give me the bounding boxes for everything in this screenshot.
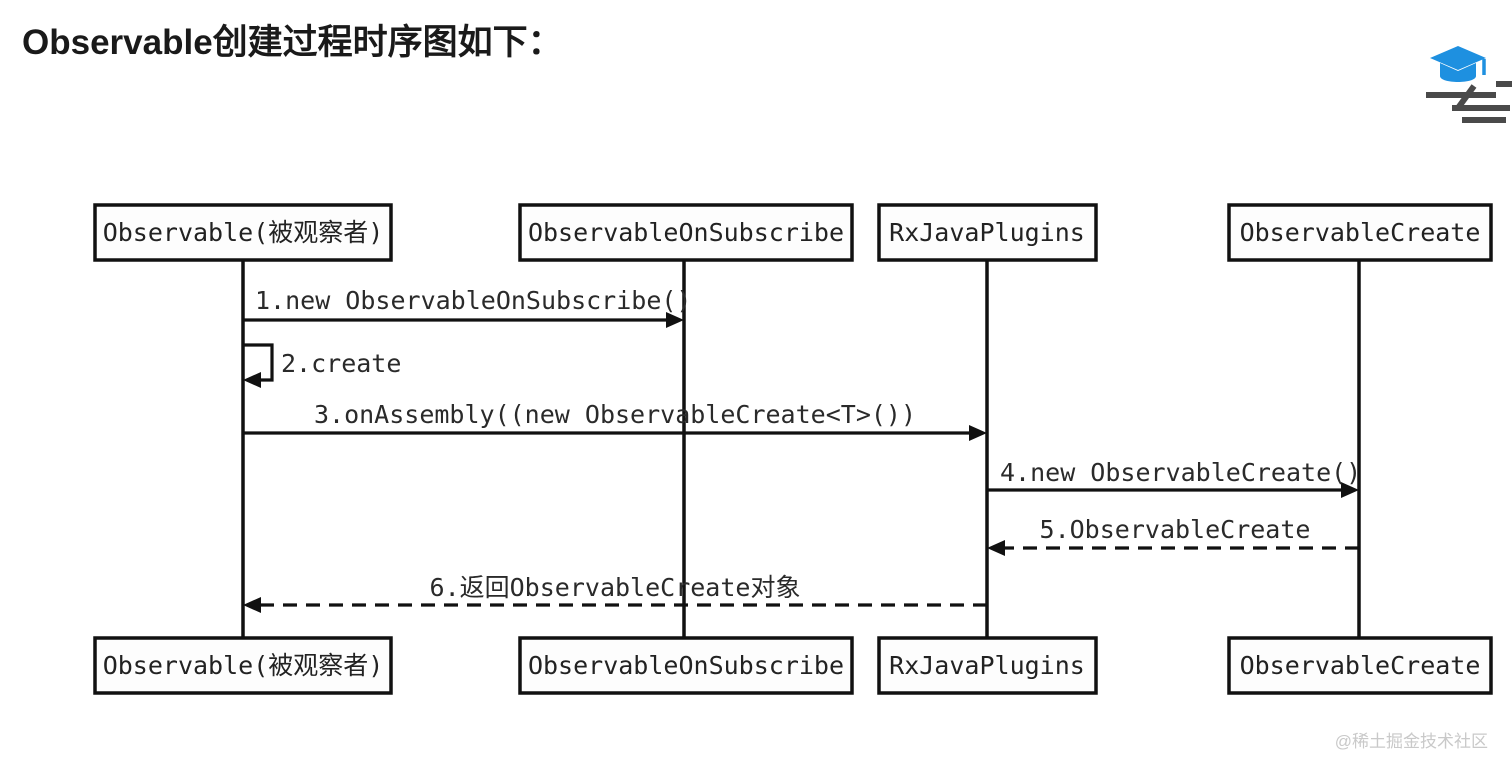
- participant-label: Observable(被观察者): [103, 218, 384, 247]
- message-label: 3.onAssembly((new ObservableCreate<T>()): [314, 400, 916, 429]
- brand-logo: [1400, 30, 1512, 130]
- participant-label: ObservableOnSubscribe: [528, 218, 844, 247]
- message-2[interactable]: 2.create: [243, 343, 401, 388]
- message-4[interactable]: 4.new ObservableCreate(): [987, 458, 1361, 498]
- lifeline-stems: [241, 260, 1361, 638]
- participant-boxes-bottom: Observable(被观察者) ObservableOnSubscribe R…: [93, 636, 1493, 695]
- message-3[interactable]: 3.onAssembly((new ObservableCreate<T>()): [243, 400, 987, 441]
- participant-box-rxjava-plugins-top[interactable]: RxJavaPlugins: [877, 203, 1098, 262]
- participant-label: ObservableOnSubscribe: [528, 651, 844, 680]
- participant-boxes-top: Observable(被观察者) ObservableOnSubscribe R…: [93, 203, 1493, 262]
- participant-box-observable-bottom[interactable]: Observable(被观察者): [93, 636, 393, 695]
- participant-box-observable-top[interactable]: Observable(被观察者): [93, 203, 393, 262]
- page-title: Observable创建过程时序图如下：: [22, 23, 563, 62]
- message-label: 1.new ObservableOnSubscribe(): [255, 286, 692, 315]
- participant-box-observable-onsubscribe-top[interactable]: ObservableOnSubscribe: [518, 203, 854, 262]
- participant-box-observable-onsubscribe-bottom[interactable]: ObservableOnSubscribe: [518, 636, 854, 695]
- participant-label: Observable(被观察者): [103, 651, 384, 680]
- message-5[interactable]: 5.ObservableCreate: [987, 515, 1359, 556]
- logo-glyph-xue: [1426, 81, 1512, 123]
- message-label: 2.create: [281, 349, 401, 378]
- message-6[interactable]: 6.返回ObservableCreate对象: [243, 573, 987, 613]
- message-label: 6.返回ObservableCreate对象: [430, 573, 801, 602]
- graduation-cap-icon: [1430, 46, 1486, 82]
- participant-label: RxJavaPlugins: [889, 218, 1085, 247]
- message-1[interactable]: 1.new ObservableOnSubscribe(): [243, 286, 692, 328]
- participant-box-observable-create-top[interactable]: ObservableCreate: [1227, 203, 1493, 262]
- participant-label: RxJavaPlugins: [889, 651, 1085, 680]
- participant-label: ObservableCreate: [1240, 218, 1481, 247]
- watermark: @稀土掘金技术社区: [1334, 732, 1488, 751]
- message-label: 4.new ObservableCreate(): [1000, 458, 1361, 487]
- message-label: 5.ObservableCreate: [1040, 515, 1311, 544]
- participant-box-rxjava-plugins-bottom[interactable]: RxJavaPlugins: [877, 636, 1098, 695]
- participant-label: ObservableCreate: [1240, 651, 1481, 680]
- participant-box-observable-create-bottom[interactable]: ObservableCreate: [1227, 636, 1493, 695]
